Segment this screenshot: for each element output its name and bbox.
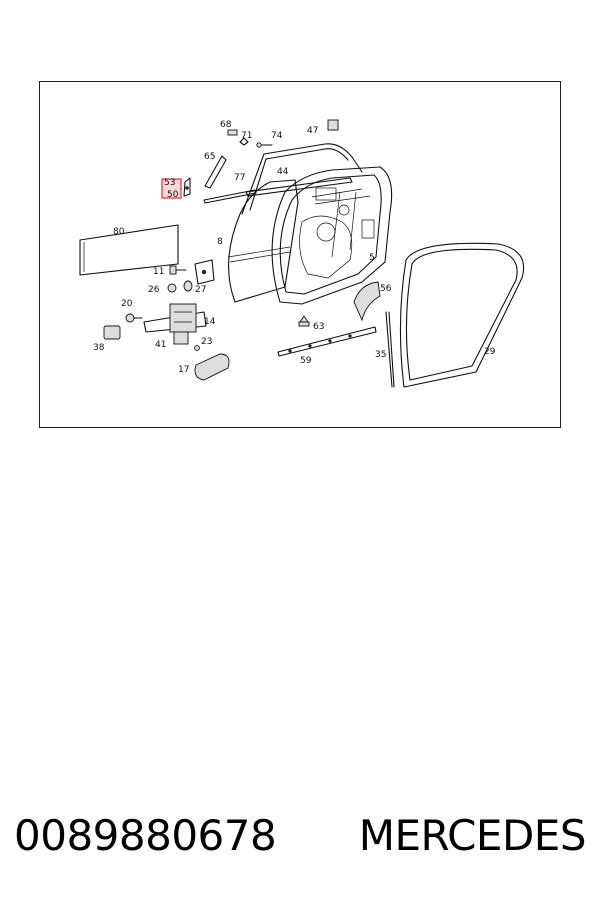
callout-71[interactable]: 71 (241, 131, 252, 141)
part-80-foil[interactable] (79, 224, 179, 276)
part-27-nut[interactable] (183, 280, 193, 292)
callout-29[interactable]: 29 (484, 347, 496, 357)
part-77-strip[interactable] (203, 189, 257, 204)
callout-11[interactable]: 11 (153, 267, 164, 277)
callout-44[interactable]: 44 (277, 167, 289, 177)
part-number: 0089880678 (14, 810, 277, 860)
part-29-door-seal[interactable] (399, 242, 525, 388)
brand-name: MERCEDES (358, 810, 587, 860)
part-59-sill-strip[interactable] (277, 326, 377, 357)
rear-door-parts-diagram: 68 71 74 47 65 77 44 53 50 80 8 5 11 26 … (79, 119, 525, 388)
callout-77[interactable]: 77 (234, 173, 245, 183)
part-20-screw[interactable] (125, 313, 143, 323)
callout-53[interactable]: 53 (164, 178, 175, 188)
part-41-lock[interactable] (173, 331, 189, 345)
part-caption: 0089880678 MERCEDES (0, 800, 600, 870)
part-5-inner-door[interactable] (271, 166, 393, 305)
part-35-seal[interactable] (385, 311, 395, 388)
callout-65[interactable]: 65 (204, 152, 215, 162)
part-71-clip[interactable] (239, 137, 249, 146)
callout-26[interactable]: 26 (148, 285, 160, 295)
callout-35[interactable]: 35 (375, 350, 386, 360)
callout-5[interactable]: 5 (369, 253, 375, 263)
callout-20[interactable]: 20 (121, 299, 133, 309)
callout-17[interactable]: 17 (178, 365, 189, 375)
part-56-cover[interactable] (353, 281, 381, 322)
part-63-clip[interactable] (298, 315, 310, 327)
part-23-clip[interactable] (194, 345, 200, 351)
part-11-bolt[interactable] (169, 265, 187, 275)
callout-23[interactable]: 23 (201, 337, 212, 347)
part-38-cover[interactable] (103, 325, 121, 340)
callout-74[interactable]: 74 (271, 131, 283, 141)
part-8-outer-door[interactable] (227, 179, 299, 303)
part-26-washer[interactable] (167, 283, 177, 293)
callout-56[interactable]: 56 (380, 284, 392, 294)
part-14-door-check[interactable] (143, 303, 207, 333)
highlight-box[interactable] (161, 178, 182, 199)
callout-50[interactable]: 50 (167, 190, 179, 200)
part-17-handle[interactable] (194, 353, 230, 381)
part-47-cap[interactable] (327, 119, 339, 131)
part-hinge-plate[interactable] (194, 259, 215, 285)
part-68-clip[interactable] (227, 129, 238, 136)
callout-47[interactable]: 47 (307, 126, 318, 136)
callout-41[interactable]: 41 (155, 340, 166, 350)
parts-diagram-frame: 68 71 74 47 65 77 44 53 50 80 8 5 11 26 … (39, 81, 561, 428)
callout-27[interactable]: 27 (195, 285, 206, 295)
callout-38[interactable]: 38 (93, 343, 105, 353)
callout-8[interactable]: 8 (217, 237, 223, 247)
callout-80[interactable]: 80 (113, 227, 125, 237)
part-74-screw[interactable] (256, 142, 273, 148)
callout-59[interactable]: 59 (300, 356, 312, 366)
callout-14[interactable]: 14 (204, 317, 216, 327)
callout-68[interactable]: 68 (220, 120, 232, 130)
part-50-bracket[interactable] (183, 177, 191, 197)
part-65-trim[interactable] (204, 155, 227, 189)
callout-63[interactable]: 63 (313, 322, 324, 332)
